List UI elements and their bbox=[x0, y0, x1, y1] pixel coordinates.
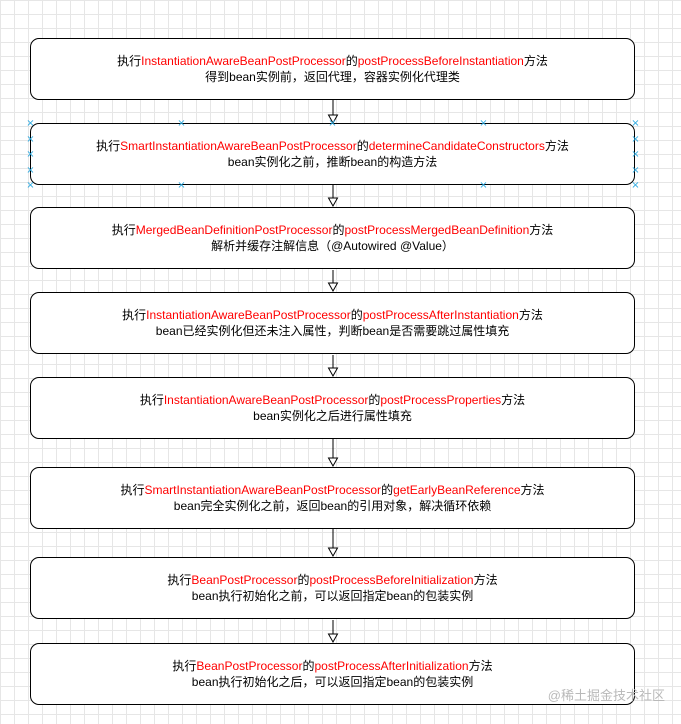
step-3-connector-word: 的 bbox=[332, 223, 345, 237]
step-3-description: 解析并缓存注解信息（@Autowired @Value） bbox=[211, 239, 454, 253]
step-4-title: 执行InstantiationAwareBeanPostProcessor的po… bbox=[122, 307, 543, 323]
step-5-title: 执行InstantiationAwareBeanPostProcessor的po… bbox=[140, 392, 525, 408]
step-7-prefix: 执行 bbox=[167, 573, 192, 587]
resize-handle-bottom-left[interactable]: × bbox=[26, 180, 35, 191]
resize-handle-top-right[interactable]: × bbox=[631, 118, 640, 129]
resize-handle-left-3[interactable]: × bbox=[26, 165, 35, 176]
step-5-description: bean实例化之后进行属性填充 bbox=[253, 409, 412, 423]
connector-5-6[interactable] bbox=[327, 439, 339, 468]
resize-handle-right-3[interactable]: × bbox=[631, 165, 640, 176]
resize-handle-right-middle[interactable]: × bbox=[631, 149, 640, 160]
step-6-class-name: SmartInstantiationAwareBeanPostProcessor bbox=[144, 483, 382, 497]
resize-handle-left-middle[interactable]: × bbox=[26, 149, 35, 160]
step-5-class-name: InstantiationAwareBeanPostProcessor bbox=[163, 393, 369, 407]
step-8-description: bean执行初始化之后，可以返回指定bean的包装实例 bbox=[191, 675, 474, 689]
step-2-connector-word: 的 bbox=[356, 139, 369, 153]
resize-handle-top-1[interactable]: × bbox=[177, 118, 186, 129]
step-5-connector-word: 的 bbox=[368, 393, 381, 407]
step-7-description: bean执行初始化之前，可以返回指定bean的包装实例 bbox=[191, 589, 474, 603]
resize-handle-bottom-1[interactable]: × bbox=[177, 180, 186, 191]
step-1-description: 得到bean实例前，返回代理，容器实例化代理类 bbox=[205, 70, 460, 84]
step-7-method-name: postProcessBeforeInitialization bbox=[309, 573, 474, 587]
step-2-title: 执行SmartInstantiationAwareBeanPostProcess… bbox=[96, 138, 569, 154]
step-8-suffix: 方法 bbox=[468, 659, 493, 673]
step-3-class-name: MergedBeanDefinitionPostProcessor bbox=[135, 223, 333, 237]
step-6-title: 执行SmartInstantiationAwareBeanPostProcess… bbox=[120, 482, 544, 498]
step-1-class-name: InstantiationAwareBeanPostProcessor bbox=[141, 54, 346, 68]
process-step-1[interactable]: 执行InstantiationAwareBeanPostProcessor的po… bbox=[30, 38, 635, 100]
step-2-suffix: 方法 bbox=[544, 139, 569, 153]
connector-1-2[interactable] bbox=[327, 100, 339, 125]
step-2-method-name: determineCandidateConstructors bbox=[368, 139, 545, 153]
step-2-prefix: 执行 bbox=[96, 139, 121, 153]
step-4-method-name: postProcessAfterInstantiation bbox=[362, 308, 519, 322]
resize-handle-top-3[interactable]: × bbox=[479, 118, 488, 129]
step-5-suffix: 方法 bbox=[501, 393, 526, 407]
step-4-connector-word: 的 bbox=[350, 308, 363, 322]
step-6-prefix: 执行 bbox=[120, 483, 145, 497]
step-1-connector-word: 的 bbox=[345, 54, 358, 68]
step-1-method-name: postProcessBeforeInstantiation bbox=[357, 54, 524, 68]
step-1-title: 执行InstantiationAwareBeanPostProcessor的po… bbox=[117, 53, 548, 69]
resize-handle-top-left[interactable]: × bbox=[26, 118, 35, 129]
step-2-class-name: SmartInstantiationAwareBeanPostProcessor bbox=[120, 139, 357, 153]
process-step-7[interactable]: 执行BeanPostProcessor的postProcessBeforeIni… bbox=[30, 557, 635, 619]
step-5-prefix: 执行 bbox=[139, 393, 164, 407]
step-8-class-name: BeanPostProcessor bbox=[196, 659, 303, 673]
process-step-2[interactable]: 执行SmartInstantiationAwareBeanPostProcess… bbox=[30, 123, 635, 185]
resize-handle-left-1[interactable]: × bbox=[26, 134, 35, 145]
connector-4-5[interactable] bbox=[327, 355, 339, 378]
step-8-title: 执行BeanPostProcessor的postProcessAfterInit… bbox=[172, 658, 492, 674]
step-8-method-name: postProcessAfterInitialization bbox=[314, 659, 469, 673]
process-step-8[interactable]: 执行BeanPostProcessor的postProcessAfterInit… bbox=[30, 643, 635, 705]
step-6-method-name: getEarlyBeanReference bbox=[393, 483, 521, 497]
step-1-suffix: 方法 bbox=[523, 54, 548, 68]
resize-handle-bottom-right[interactable]: × bbox=[631, 180, 640, 191]
connector-6-7[interactable] bbox=[327, 529, 339, 558]
connector-2-3[interactable] bbox=[327, 185, 339, 208]
step-6-connector-word: 的 bbox=[381, 483, 394, 497]
step-7-class-name: BeanPostProcessor bbox=[191, 573, 298, 587]
step-8-connector-word: 的 bbox=[302, 659, 315, 673]
step-3-method-name: postProcessMergedBeanDefinition bbox=[344, 223, 530, 237]
step-7-title: 执行BeanPostProcessor的postProcessBeforeIni… bbox=[167, 572, 497, 588]
connector-7-8[interactable] bbox=[327, 620, 339, 644]
step-4-class-name: InstantiationAwareBeanPostProcessor bbox=[146, 308, 351, 322]
resize-handle-bottom-3[interactable]: × bbox=[479, 180, 488, 191]
process-step-4[interactable]: 执行InstantiationAwareBeanPostProcessor的po… bbox=[30, 292, 635, 354]
step-3-prefix: 执行 bbox=[111, 223, 136, 237]
step-1-prefix: 执行 bbox=[117, 54, 142, 68]
watermark: @稀土掘金技术社区 bbox=[547, 688, 665, 703]
resize-handle-right-1[interactable]: × bbox=[631, 134, 640, 145]
resize-handle-top-center[interactable]: × bbox=[328, 118, 337, 129]
process-step-6[interactable]: 执行SmartInstantiationAwareBeanPostProcess… bbox=[30, 467, 635, 529]
step-7-suffix: 方法 bbox=[473, 573, 498, 587]
step-7-connector-word: 的 bbox=[297, 573, 310, 587]
step-3-title: 执行MergedBeanDefinitionPostProcessor的post… bbox=[112, 222, 554, 238]
step-6-suffix: 方法 bbox=[520, 483, 545, 497]
step-5-method-name: postProcessProperties bbox=[380, 393, 502, 407]
process-step-5[interactable]: 执行InstantiationAwareBeanPostProcessor的po… bbox=[30, 377, 635, 439]
step-4-description: bean已经实例化但还未注入属性，判断bean是否需要跳过属性填充 bbox=[155, 324, 510, 338]
step-3-suffix: 方法 bbox=[529, 223, 554, 237]
step-8-prefix: 执行 bbox=[172, 659, 197, 673]
step-4-prefix: 执行 bbox=[122, 308, 147, 322]
step-6-description: bean完全实例化之前，返回bean的引用对象，解决循环依赖 bbox=[173, 499, 492, 513]
step-4-suffix: 方法 bbox=[518, 308, 543, 322]
connector-3-4[interactable] bbox=[327, 270, 339, 293]
step-2-description: bean实例化之前，推断bean的构造方法 bbox=[227, 155, 438, 169]
process-step-3[interactable]: 执行MergedBeanDefinitionPostProcessor的post… bbox=[30, 207, 635, 269]
